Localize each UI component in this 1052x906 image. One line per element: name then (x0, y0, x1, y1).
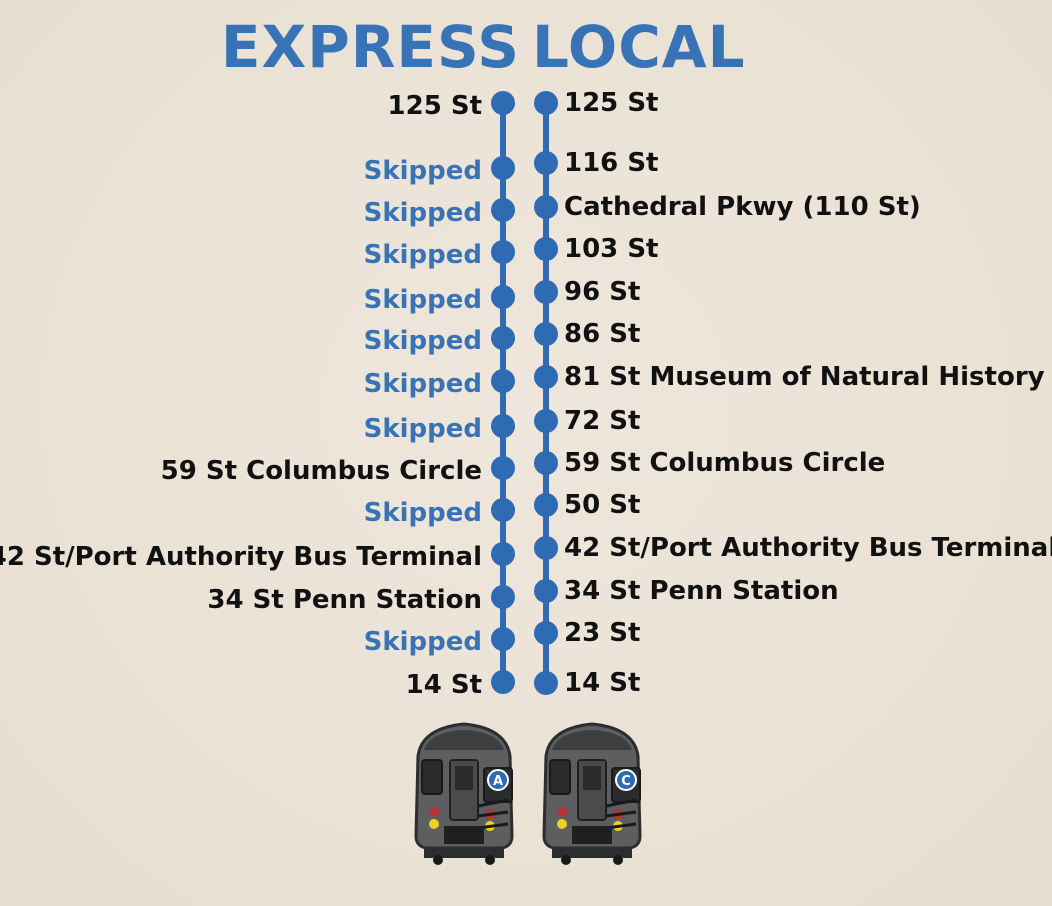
express-station-dot (491, 498, 515, 522)
express-station-dot (491, 542, 515, 566)
local-stop-label: 72 St (564, 406, 641, 436)
express-stop-label: 14 St (405, 670, 482, 700)
local-stop-label: 34 St Penn Station (564, 576, 839, 606)
express-station-dot (491, 326, 515, 350)
express-station-dot (491, 456, 515, 480)
local-heading: LOCAL (532, 13, 746, 81)
local-stop-label: 81 St Museum of Natural History (564, 362, 1045, 392)
local-station-dot (534, 237, 558, 261)
express-station-dot (491, 91, 515, 115)
local-station-dot (534, 493, 558, 517)
local-stop-label: 50 St (564, 490, 641, 520)
express-station-dot (491, 285, 515, 309)
local-station-dot (534, 365, 558, 389)
local-station-dot (534, 409, 558, 433)
express-station-dot (491, 414, 515, 438)
local-station-dot (534, 151, 558, 175)
local-stop-label: 103 St (564, 234, 659, 264)
express-stop-label: 59 St Columbus Circle (160, 456, 482, 486)
express-station-dot (491, 198, 515, 222)
express-skipped-label: Skipped (363, 627, 482, 657)
local-stop-label: 23 St (564, 618, 641, 648)
express-station-dot (491, 240, 515, 264)
local-station-dot (534, 536, 558, 560)
local-stop-label: 96 St (564, 277, 641, 307)
express-station-dots (491, 91, 515, 694)
express-station-dot (491, 585, 515, 609)
local-station-dot (534, 621, 558, 645)
express-station-dot (491, 670, 515, 694)
express-stop-label: 34 St Penn Station (207, 585, 482, 615)
route-a-letter: A (493, 774, 503, 789)
local-station-dot (534, 579, 558, 603)
local-stop-label: 125 St (564, 88, 659, 118)
express-skipped-label: Skipped (363, 498, 482, 528)
express-station-dot (491, 156, 515, 180)
local-station-dot (534, 280, 558, 304)
express-stop-label: 125 St (387, 91, 482, 121)
express-skipped-label: Skipped (363, 240, 482, 270)
local-station-dots (534, 91, 558, 695)
express-skipped-label: Skipped (363, 198, 482, 228)
local-stop-label: 14 St (564, 668, 641, 698)
local-stop-label: 59 St Columbus Circle (564, 448, 886, 478)
express-heading: EXPRESS (220, 13, 520, 81)
express-skipped-label: Skipped (363, 369, 482, 399)
express-skipped-label: Skipped (363, 414, 482, 444)
c-train-icon: C (542, 722, 642, 865)
local-stop-label: 116 St (564, 148, 659, 178)
express-skipped-label: Skipped (363, 285, 482, 315)
express-skipped-label: Skipped (363, 156, 482, 186)
express-stop-label: 42 St/Port Authority Bus Terminal (0, 542, 482, 572)
local-station-dot (534, 671, 558, 695)
local-stop-label: 42 St/Port Authority Bus Terminal (564, 533, 1052, 563)
local-stop-label: Cathedral Pkwy (110 St) (564, 192, 921, 222)
route-c-letter: C (621, 774, 631, 789)
a-train-icon: A (414, 722, 514, 865)
express-station-dot (491, 627, 515, 651)
local-station-dot (534, 322, 558, 346)
local-station-dot (534, 195, 558, 219)
local-station-dot (534, 91, 558, 115)
local-station-dot (534, 451, 558, 475)
express-station-dot (491, 369, 515, 393)
express-skipped-label: Skipped (363, 326, 482, 356)
local-stop-label: 86 St (564, 319, 641, 349)
